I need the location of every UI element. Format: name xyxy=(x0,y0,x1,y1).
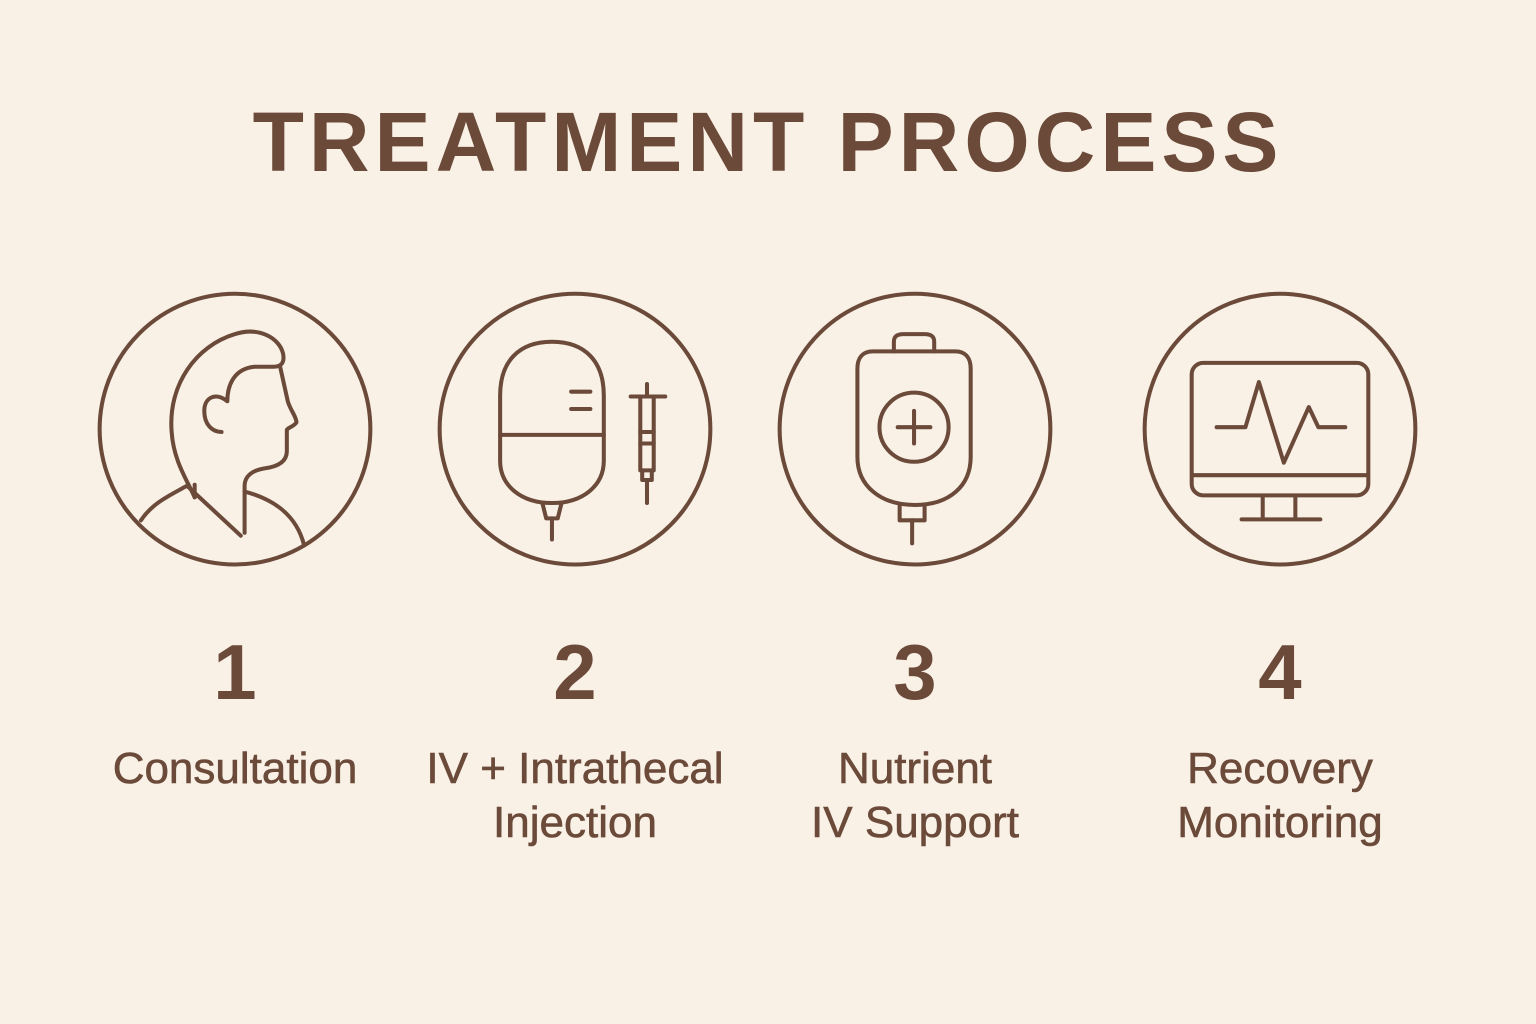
step-number: 1 xyxy=(213,628,257,716)
step-label: Recovery Monitoring xyxy=(1177,744,1383,848)
heart-monitor-icon xyxy=(1142,291,1418,567)
person-profile-icon xyxy=(97,291,373,567)
step-3: 3 Nutrient IV Support xyxy=(765,288,1065,850)
step-label: IV + Intrathecal Injection xyxy=(426,744,724,848)
step-number: 2 xyxy=(553,628,597,716)
iv-bag-plus-icon xyxy=(777,291,1053,567)
step-number: 4 xyxy=(1258,628,1302,716)
step-4: 4 Recovery Monitoring xyxy=(1130,288,1430,850)
step-label: Nutrient IV Support xyxy=(811,744,1020,848)
step-number: 3 xyxy=(893,628,937,716)
step-label: Consultation xyxy=(112,744,358,794)
step-1: 1 Consultation xyxy=(85,288,385,796)
page-title: TREATMENT PROCESS xyxy=(252,95,1284,189)
step-2: 2 IV + Intrathecal Injection xyxy=(425,288,725,850)
iv-bag-syringe-icon xyxy=(437,291,713,567)
